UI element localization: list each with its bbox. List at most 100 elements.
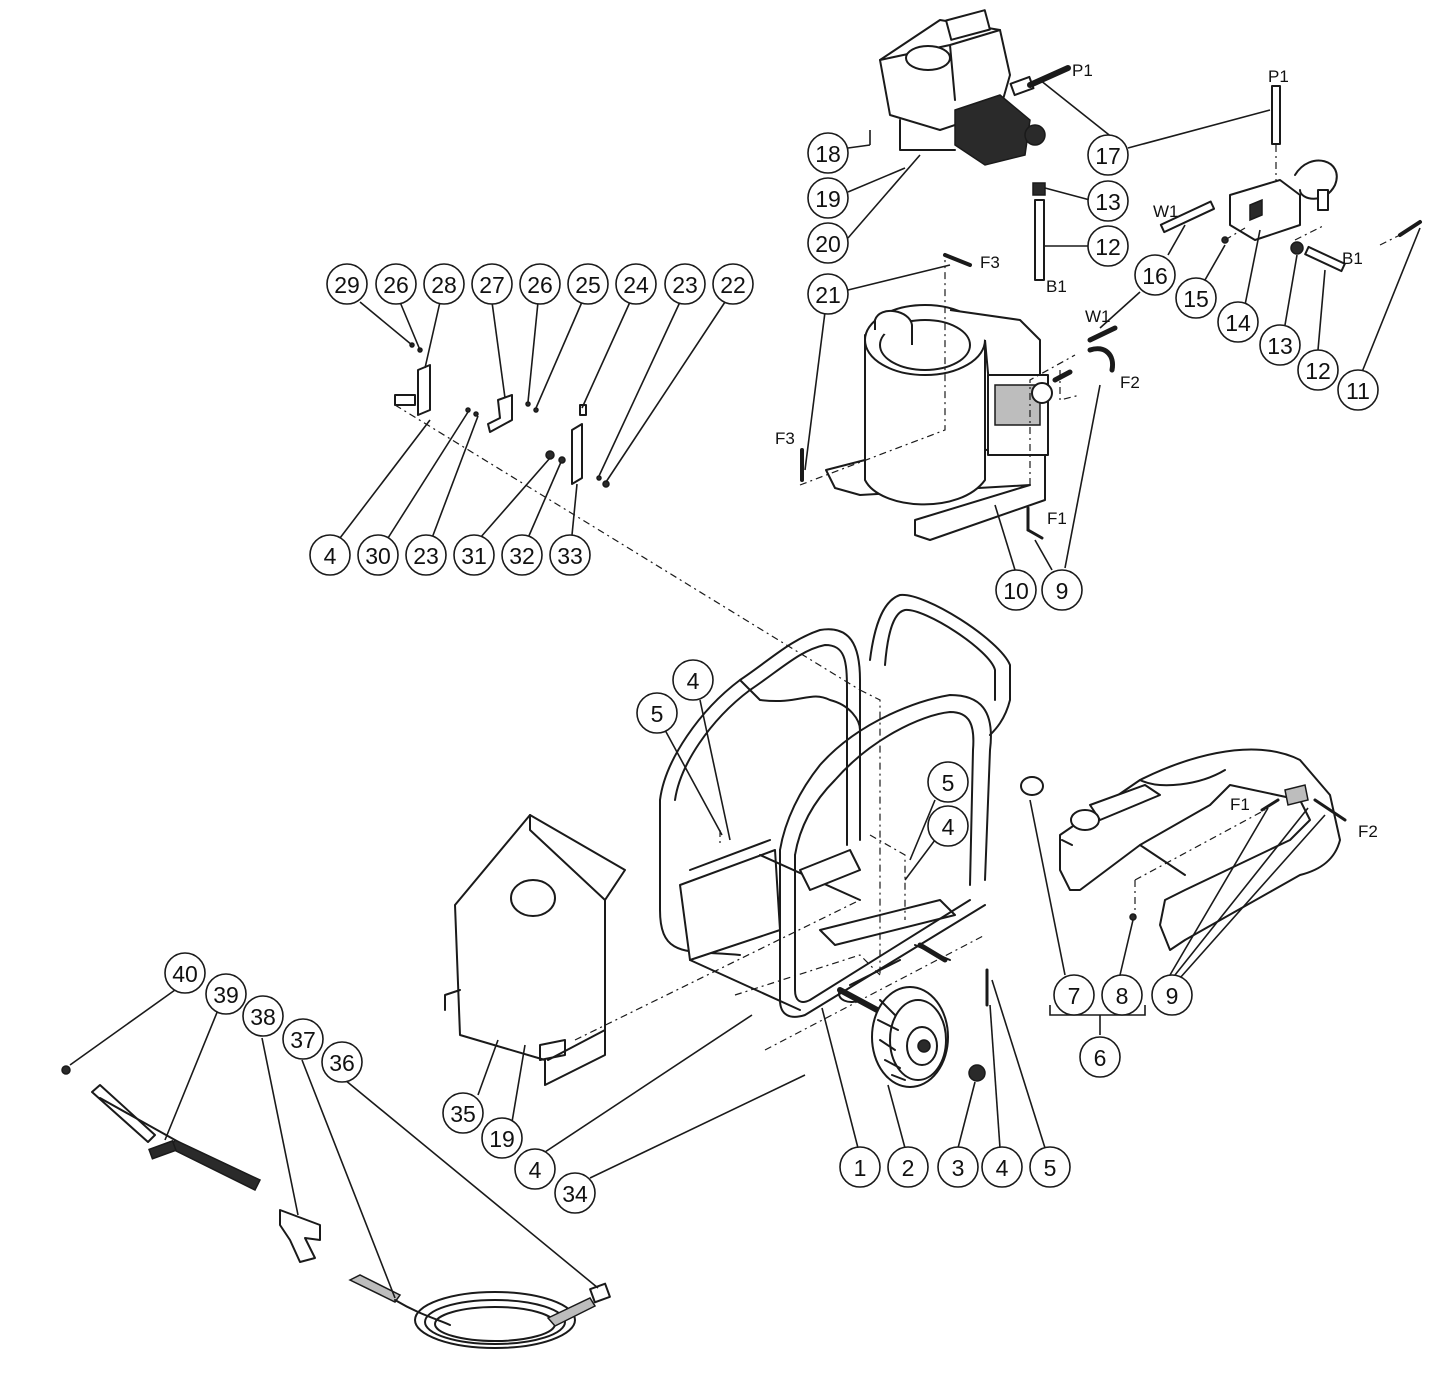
callout-number: 5 <box>651 701 664 727</box>
callout-28-17: 28 <box>423 263 465 305</box>
callout-circle <box>937 1146 979 1188</box>
callout-36-51: 36 <box>321 1041 363 1083</box>
connection-labels: P1 P1 W1 W1 B1 B1 F3 F3 F2 F2 F1 F1 <box>775 61 1378 841</box>
spray-gun-wand-hose <box>61 1065 611 1349</box>
callout-7-34: 7 <box>1053 974 1095 1016</box>
callout-number: 18 <box>815 141 841 167</box>
callout-19-2: 19 <box>807 177 849 219</box>
callout-number: 12 <box>1095 234 1121 260</box>
fuel-tank-assembly <box>1020 748 1347 951</box>
label-b1-right: B1 <box>1342 249 1363 268</box>
callout-number: 4 <box>942 814 955 840</box>
callout-circle <box>442 1092 484 1134</box>
label-b1-mid: B1 <box>1046 277 1067 296</box>
callout-circle <box>405 534 447 576</box>
engine-pump-assembly <box>879 9 1071 166</box>
callout-31-27: 31 <box>453 534 495 576</box>
callout-1-42: 1 <box>839 1146 881 1188</box>
callout-18-1: 18 <box>807 132 849 174</box>
callout-4-30: 4 <box>672 659 714 701</box>
callout-number: 1 <box>854 1155 867 1181</box>
callout-number: 26 <box>383 272 409 298</box>
callout-29-15: 29 <box>326 263 368 305</box>
callout-12-5: 12 <box>1087 225 1129 267</box>
callout-number: 23 <box>672 272 698 298</box>
callout-circle <box>712 263 754 305</box>
callout-23-26: 23 <box>405 534 447 576</box>
callout-number: 20 <box>815 231 841 257</box>
callout-circle <box>1217 301 1259 343</box>
callout-number: 25 <box>575 272 601 298</box>
callout-34-41: 34 <box>554 1172 596 1214</box>
callout-number: 8 <box>1116 983 1129 1009</box>
callout-17-0: 17 <box>1087 134 1129 176</box>
callout-number: 5 <box>942 770 955 796</box>
callout-4-40: 4 <box>514 1148 556 1190</box>
callout-5-46: 5 <box>1029 1146 1071 1188</box>
callout-circle <box>1087 180 1129 222</box>
callout-16-7: 16 <box>1134 254 1176 296</box>
callout-23-22: 23 <box>664 263 706 305</box>
callout-38-49: 38 <box>242 995 284 1037</box>
callout-circle <box>615 263 657 305</box>
callout-27-18: 27 <box>471 263 513 305</box>
callout-circle <box>636 692 678 734</box>
callout-circle <box>242 995 284 1037</box>
callout-number: 15 <box>1183 286 1209 312</box>
callout-circle <box>1079 1036 1121 1078</box>
callout-number: 35 <box>450 1101 476 1127</box>
callout-number: 26 <box>527 272 553 298</box>
callout-5-32: 5 <box>927 761 969 803</box>
main-frame <box>659 593 1011 1018</box>
label-w1-top: W1 <box>1153 202 1179 221</box>
callout-circle <box>1101 974 1143 1016</box>
callout-circle <box>927 805 969 847</box>
callout-number: 16 <box>1142 263 1168 289</box>
callout-circle <box>357 534 399 576</box>
callout-circle <box>887 1146 929 1188</box>
control-panel-bracket <box>394 342 610 488</box>
callout-number: 12 <box>1305 358 1331 384</box>
callout-circle <box>1087 225 1129 267</box>
label-p1-right: P1 <box>1268 67 1289 86</box>
label-f1-mid: F1 <box>1047 509 1067 528</box>
callout-circle <box>1041 569 1083 611</box>
unloader-valve-assembly <box>1159 159 1422 273</box>
callout-6-37: 6 <box>1079 1036 1121 1078</box>
callout-number: 9 <box>1166 983 1179 1009</box>
hose-p1-top <box>1271 85 1281 195</box>
callout-number: 19 <box>815 186 841 212</box>
callout-circle <box>326 263 368 305</box>
callout-circle <box>549 534 591 576</box>
callout-number: 3 <box>952 1155 965 1181</box>
callout-30-25: 30 <box>357 534 399 576</box>
callout-number: 33 <box>557 543 583 569</box>
front-shroud <box>444 814 626 1086</box>
callout-number: 22 <box>720 272 746 298</box>
callout-9-14: 9 <box>1041 569 1083 611</box>
callout-circle <box>1297 349 1339 391</box>
callout-circle <box>471 263 513 305</box>
heater-tank-assembly <box>800 253 1118 541</box>
callout-number: 4 <box>687 668 700 694</box>
callout-circle <box>807 273 849 315</box>
label-p1-top: P1 <box>1072 61 1093 80</box>
callout-number: 32 <box>509 543 535 569</box>
label-f2-mid: F2 <box>1120 373 1140 392</box>
callout-14-9: 14 <box>1217 301 1259 343</box>
callout-circle <box>205 973 247 1015</box>
callout-circle <box>481 1117 523 1159</box>
callout-circle <box>1134 254 1176 296</box>
callout-3-44: 3 <box>937 1146 979 1188</box>
callout-circle <box>375 263 417 305</box>
callout-15-8: 15 <box>1175 277 1217 319</box>
callout-circle <box>1087 134 1129 176</box>
callout-number: 23 <box>413 543 439 569</box>
callout-circle <box>1337 369 1379 411</box>
callout-number: 24 <box>623 272 649 298</box>
label-f2-right: F2 <box>1358 822 1378 841</box>
callout-circle <box>519 263 561 305</box>
callout-number: 14 <box>1225 310 1251 336</box>
callout-13-4: 13 <box>1087 180 1129 222</box>
